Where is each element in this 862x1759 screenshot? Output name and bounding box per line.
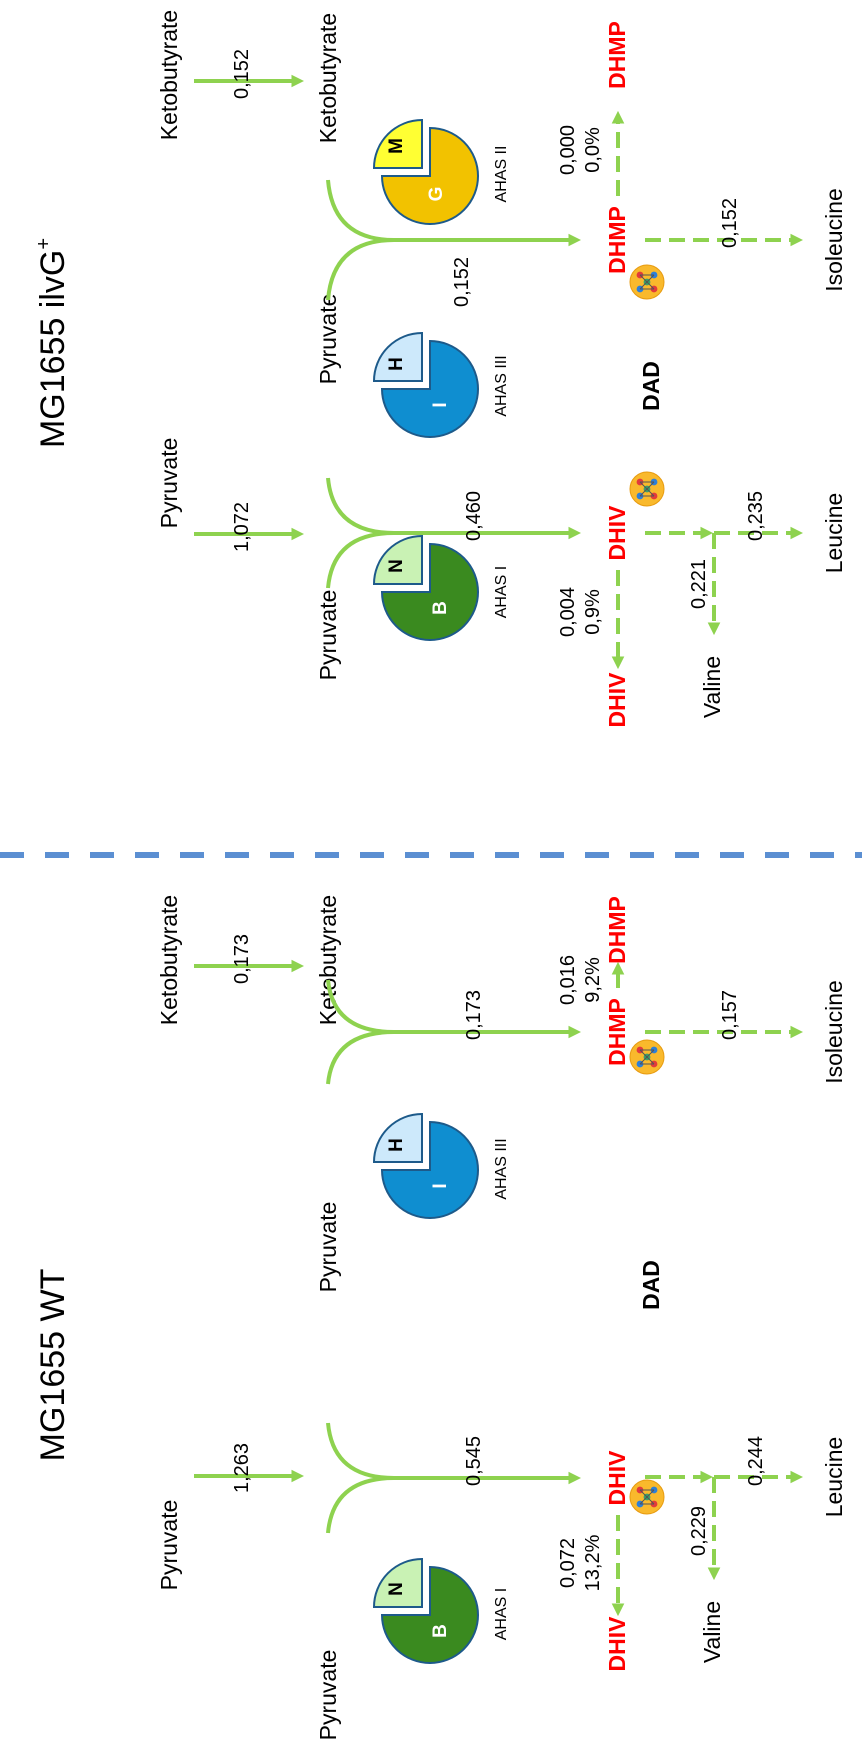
- ketobutyrate-top-label: Ketobutyrate: [156, 10, 182, 140]
- leucine-label: Leucine: [821, 493, 847, 574]
- ahas1-subunit-small: N: [386, 559, 407, 573]
- ahas3-flux: 0,152: [451, 257, 473, 307]
- dhmp-label: DHMP: [604, 206, 630, 274]
- ahas3-merge: [326, 179, 395, 301]
- ahas1-flux: 0,545: [463, 1436, 485, 1486]
- ahas1-subunit-small: N: [386, 1582, 407, 1596]
- dhiv-loss-flux: 0,004: [557, 587, 579, 637]
- dhmp-loss-flux: 0,016: [557, 955, 579, 1005]
- isoleucine-label: Isoleucine: [821, 188, 847, 292]
- ahas3-subunit-big: I: [430, 402, 451, 407]
- dhmp-loss-pct: 9,2%: [582, 957, 604, 1003]
- ketobutyrate-flux: 0,152: [231, 49, 253, 99]
- ahas3-merge: [326, 979, 395, 1085]
- ahas2-subunit-big: G: [426, 187, 447, 202]
- dad-enzyme-icon: [629, 1039, 665, 1075]
- ahas1-label: AHAS I: [493, 1588, 510, 1640]
- panel-title: MG1655 ilvG+: [33, 238, 72, 448]
- pyruvate-flux: 1,263: [231, 1443, 253, 1493]
- ahas1-pie: B N: [372, 534, 479, 641]
- dhiv-label: DHIV: [604, 505, 630, 561]
- ahas3-subunit-small: H: [386, 1138, 407, 1152]
- ahas1-flux: 0,460: [463, 491, 485, 541]
- isoleucine-flux: 0,152: [719, 198, 741, 248]
- dhmp-loss-pct: 0,0%: [582, 127, 604, 173]
- dad-label: DAD: [638, 361, 664, 411]
- dhiv-loss-pct: 0,9%: [582, 589, 604, 635]
- leucine-label: Leucine: [821, 1437, 847, 1518]
- pyruvate-a-label: Pyruvate: [315, 1650, 341, 1741]
- valine-flux: 0,221: [688, 559, 710, 609]
- pyruvate-b-label: Pyruvate: [315, 1202, 341, 1293]
- leucine-flux: 0,244: [745, 1436, 767, 1486]
- ahas3-label: AHAS III: [493, 355, 510, 416]
- ketobutyrate-mid-label: Ketobutyrate: [315, 13, 341, 143]
- ahas3-pie: I H: [372, 1112, 479, 1219]
- ahas3-flux: 0,173: [463, 990, 485, 1040]
- ahas1-label: AHAS I: [493, 566, 510, 618]
- dhmp-label: DHMP: [604, 998, 630, 1066]
- ahas2-label: AHAS II: [493, 146, 510, 203]
- pyruvate-top-label: Pyruvate: [156, 1500, 182, 1591]
- ahas3-pie: I H: [372, 331, 479, 438]
- isoleucine-flux: 0,157: [719, 990, 741, 1040]
- ahas2-subunit-small: M: [386, 138, 407, 154]
- dad-label: DAD: [638, 1260, 664, 1310]
- ahas3-subunit-small: H: [386, 357, 407, 371]
- panel-ilvg: MG1655 ilvG+ Pyruvate Pyruvate Pyruvate …: [33, 10, 847, 728]
- panel-wt: MG1655 WT Pyruvate Pyruvate Pyruvate Ket…: [34, 895, 847, 1741]
- ahas1-merge: [326, 477, 395, 589]
- valine-flux: 0,229: [688, 1506, 710, 1556]
- ahas3-subunit-big: I: [430, 1183, 451, 1188]
- pyruvate-b-label: Pyruvate: [315, 294, 341, 385]
- dhmp-out-label: DHMP: [604, 21, 630, 89]
- dhiv-out-label: DHIV: [604, 672, 630, 728]
- valine-label: Valine: [699, 656, 725, 718]
- dhmp-loss-flux: 0,000: [557, 125, 579, 175]
- leucine-flux: 0,235: [745, 491, 767, 541]
- pyruvate-a-label: Pyruvate: [315, 590, 341, 681]
- ahas3-label: AHAS III: [493, 1138, 510, 1199]
- dad-enzyme-icon: [629, 471, 665, 507]
- valine-label: Valine: [699, 1601, 725, 1663]
- dhiv-label: DHIV: [604, 1450, 630, 1506]
- dad-enzyme-icon: [629, 1479, 665, 1515]
- panel-title: MG1655 WT: [34, 1269, 72, 1462]
- ahas1-merge: [326, 1422, 395, 1534]
- dhiv-out-label: DHIV: [604, 1616, 630, 1672]
- ahas2-pie: G M: [372, 118, 479, 225]
- dad-enzyme-icon: [629, 264, 665, 300]
- ketobutyrate-flux: 0,173: [231, 934, 253, 984]
- dhmp-out-label: DHMP: [604, 896, 630, 964]
- dhiv-loss-pct: 13,2%: [582, 1534, 604, 1591]
- ketobutyrate-top-label: Ketobutyrate: [156, 895, 182, 1025]
- ahas1-subunit-big: B: [430, 1624, 451, 1638]
- ahas1-pie: B N: [372, 1557, 479, 1664]
- pyruvate-flux: 1,072: [231, 502, 253, 552]
- isoleucine-label: Isoleucine: [821, 980, 847, 1084]
- pyruvate-top-label: Pyruvate: [156, 438, 182, 529]
- ahas1-subunit-big: B: [430, 601, 451, 615]
- dhiv-loss-flux: 0,072: [557, 1538, 579, 1588]
